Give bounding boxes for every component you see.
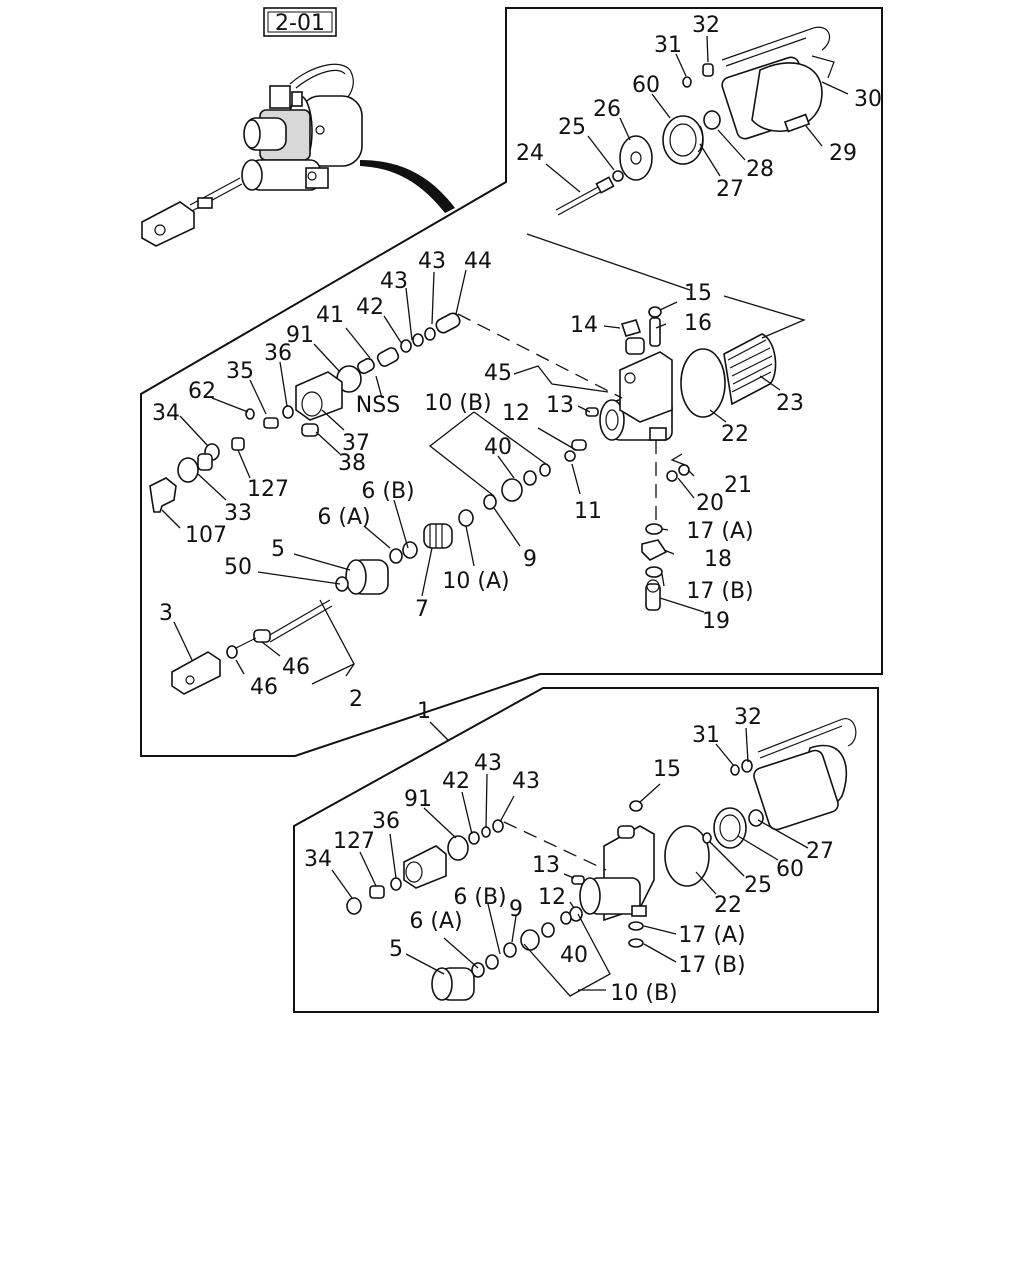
callout-13: 13: [546, 393, 574, 418]
main-exploded-view-frame: [140, 7, 883, 757]
callout-43: 43: [512, 769, 540, 794]
callout-60: 60: [632, 73, 660, 98]
callout-6A: 6 (A): [317, 505, 370, 530]
master-cylinder-drawing: [599, 306, 777, 611]
callout-21: 21: [724, 473, 752, 498]
callout-40: 40: [560, 943, 588, 968]
callout-3: 3: [159, 601, 173, 626]
callout-46: 46: [250, 675, 278, 700]
callout-60: 60: [776, 857, 804, 882]
callout-43: 43: [380, 269, 408, 294]
callout-62: 62: [188, 379, 216, 404]
callout-46: 46: [282, 655, 310, 680]
callout-34: 34: [304, 847, 332, 872]
callout-33: 33: [224, 501, 252, 526]
callout-44: 44: [464, 249, 492, 274]
callout-5: 5: [271, 537, 285, 562]
callout-11: 11: [574, 499, 602, 524]
callout-6A: 6 (A): [409, 909, 462, 934]
callout-91: 91: [286, 323, 314, 348]
callout-1: 1: [417, 699, 431, 724]
callout-42: 42: [442, 769, 470, 794]
callout-32: 32: [692, 13, 720, 38]
callout-5: 5: [389, 937, 403, 962]
callout-22: 22: [721, 422, 749, 447]
callout-20: 20: [696, 491, 724, 516]
reference-code: 2-01: [275, 11, 325, 36]
callout-15: 15: [684, 281, 712, 306]
callout-34: 34: [152, 401, 180, 426]
callout-18: 18: [704, 547, 732, 572]
callout-31: 31: [654, 33, 682, 58]
callout-30: 30: [854, 87, 882, 112]
callout-37: 37: [342, 431, 370, 456]
callout-nss: NSS: [356, 393, 400, 418]
callout-16: 16: [684, 311, 712, 336]
callout-7: 7: [415, 597, 429, 622]
callout-13: 13: [532, 853, 560, 878]
callout-38: 38: [338, 451, 366, 476]
callout-31: 31: [692, 723, 720, 748]
callout-36: 36: [264, 341, 292, 366]
callout-2: 2: [349, 687, 363, 712]
callout-45: 45: [484, 361, 512, 386]
callout-17A: 17 (A): [686, 519, 753, 544]
callout-29: 29: [829, 141, 857, 166]
assembled-unit-drawing: [141, 63, 363, 247]
callout-50: 50: [224, 555, 252, 580]
callout-22: 22: [714, 893, 742, 918]
callout-15: 15: [653, 757, 681, 782]
callout-26: 26: [593, 97, 621, 122]
callout-27: 27: [806, 839, 834, 864]
callout-14: 14: [570, 313, 598, 338]
callout-107: 107: [185, 523, 227, 548]
callout-12: 12: [538, 885, 566, 910]
callout-6B: 6 (B): [453, 885, 506, 910]
callout-42: 42: [356, 295, 384, 320]
callout-27: 27: [716, 177, 744, 202]
callout-25: 25: [558, 115, 586, 140]
callout-6B: 6 (B): [361, 479, 414, 504]
booster-cover-drawing: [555, 26, 835, 216]
callout-12: 12: [502, 401, 530, 426]
callout-32: 32: [734, 705, 762, 730]
callout-10B: 10 (B): [610, 981, 677, 1006]
pointer-arrow: [360, 160, 455, 213]
callout-35: 35: [226, 359, 254, 384]
callout-43: 43: [418, 249, 446, 274]
reference-box: 2-01: [263, 7, 337, 37]
callout-43: 43: [474, 751, 502, 776]
callout-91: 91: [404, 787, 432, 812]
callout-9: 9: [523, 547, 537, 572]
callout-41: 41: [316, 303, 344, 328]
callout-9: 9: [509, 897, 523, 922]
callout-10B: 10 (B): [424, 391, 491, 416]
callout-28: 28: [746, 157, 774, 182]
callout-40: 40: [484, 435, 512, 460]
callout-24: 24: [516, 141, 544, 166]
callout-127: 127: [333, 829, 375, 854]
callout-25: 25: [744, 873, 772, 898]
callout-127: 127: [247, 477, 289, 502]
callout-17B: 17 (B): [678, 953, 745, 978]
callout-19: 19: [702, 609, 730, 634]
callout-23: 23: [776, 391, 804, 416]
callout-17B: 17 (B): [686, 579, 753, 604]
assembly-1-drawing: [346, 717, 857, 1001]
callout-labels: 31 32 30 60 26 25 29 28 27 24 15 44 43 4…: [152, 13, 882, 1006]
assembly-1-frame: [293, 687, 879, 1013]
piston-parts-drawing: [149, 312, 599, 695]
callout-10A: 10 (A): [442, 569, 509, 594]
callout-17A: 17 (A): [678, 923, 745, 948]
callout-36: 36: [372, 809, 400, 834]
leader-lines: [161, 35, 849, 997]
